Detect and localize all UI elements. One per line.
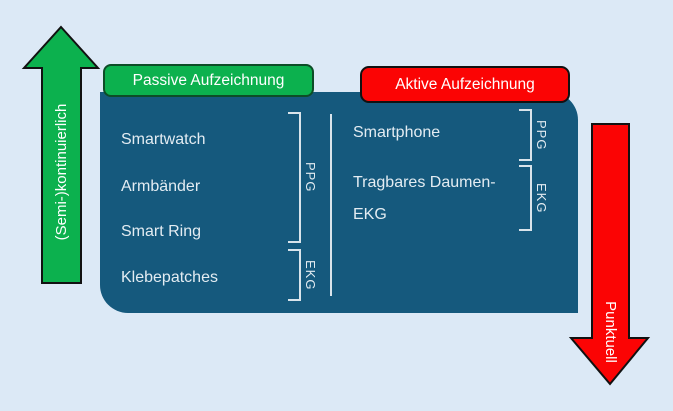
active-ppg-bracket	[519, 109, 532, 161]
active-recording-header: Aktive Aufzeichnung	[360, 66, 570, 103]
up-axis-label: (Semi-)kontinuierlich	[53, 103, 70, 241]
device-panel	[100, 92, 578, 313]
active-ekg-bracket	[519, 165, 532, 231]
up-arrow-shape	[21, 25, 101, 284]
active-item-daumen-ekg-line2: EKG	[353, 206, 387, 223]
active-item-daumen-ekg-line1: Tragbares Daumen-	[353, 174, 496, 191]
column-divider	[330, 114, 332, 296]
passive-ekg-bracket-label: EKG	[303, 259, 318, 291]
passive-ekg-bracket	[288, 249, 301, 301]
passive-item-armbaender: Armbänder	[121, 178, 201, 195]
down-axis-label: Punktuell	[602, 301, 619, 363]
active-item-smartphone: Smartphone	[353, 124, 441, 141]
active-ekg-bracket-label: EKG	[534, 182, 549, 214]
down-arrow-shape	[568, 123, 651, 386]
active-ppg-bracket-label: PPG	[534, 119, 549, 151]
passive-ppg-bracket-label: PPG	[303, 162, 318, 193]
passive-item-smart-ring: Smart Ring	[121, 223, 202, 240]
passive-item-smartwatch: Smartwatch	[121, 131, 206, 148]
passive-item-klebepatches: Klebepatches	[121, 269, 218, 286]
passive-ppg-bracket	[288, 112, 301, 243]
passive-recording-header: Passive Aufzeichnung	[103, 64, 314, 97]
